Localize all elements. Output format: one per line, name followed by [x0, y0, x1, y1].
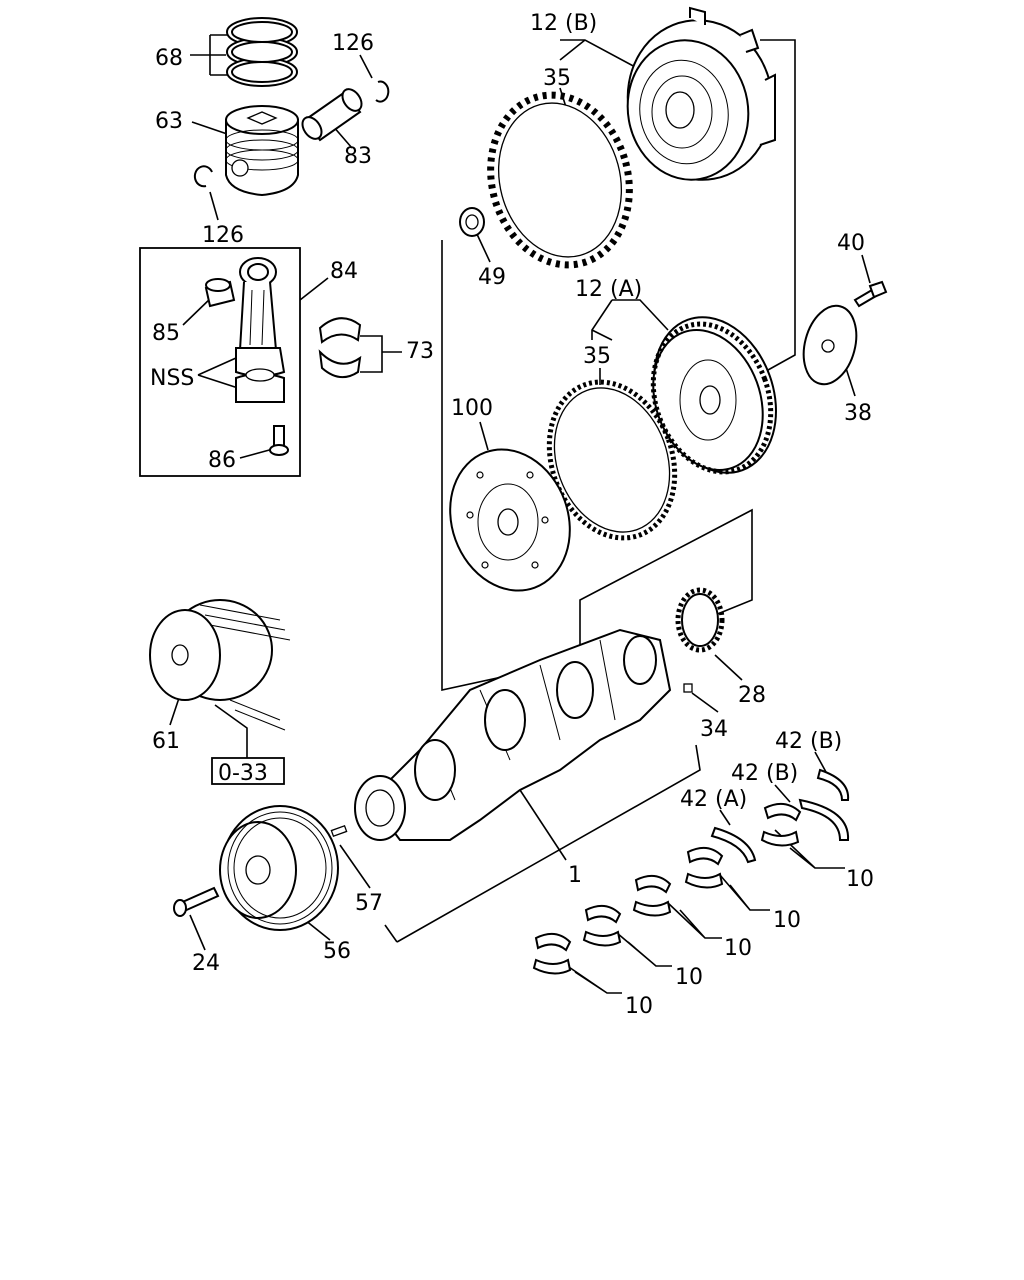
callout-38: 38 [844, 401, 872, 426]
pilot-bearing-part [459, 207, 485, 237]
piston-pin-part [301, 88, 363, 142]
callout-40: 40 [837, 231, 865, 256]
callout-86: 86 [208, 448, 236, 473]
callout-10-d: 10 [675, 965, 703, 990]
flywheel-b-part [626, 6, 776, 181]
bolt-86-part [269, 425, 289, 456]
callout-24: 24 [192, 951, 220, 976]
callout-34: 34 [700, 717, 728, 742]
callout-84: 84 [330, 259, 358, 284]
callout-57: 57 [355, 891, 383, 916]
bolt-24-part [173, 886, 220, 917]
reference-box [211, 757, 285, 785]
piston-rings-part [226, 17, 298, 87]
callout-63: 63 [155, 109, 183, 134]
callout-10-c: 10 [724, 936, 752, 961]
connecting-rod-box [139, 247, 301, 477]
callout-10-a: 10 [846, 867, 874, 892]
callout-61: 61 [152, 729, 180, 754]
callout-10-b: 10 [773, 908, 801, 933]
callout-labels: 68 126 63 83 126 84 85 73 NSS 86 12 (B) … [150, 11, 874, 1019]
callout-28: 28 [738, 683, 766, 708]
rod-bearing-part [318, 317, 362, 379]
ring-gear-top-part [487, 91, 633, 269]
callout-42b-top: 42 (B) [775, 729, 842, 754]
bolt-40-part [853, 280, 888, 308]
plate-part [802, 304, 858, 386]
crank-pulley-part [219, 805, 339, 931]
callout-68: 68 [155, 46, 183, 71]
flywheel-a-part [650, 316, 777, 475]
callout-nss: NSS [150, 366, 194, 391]
snap-ring-part [375, 80, 390, 103]
callout-35-lower: 35 [583, 344, 611, 369]
callout-12a: 12 (A) [575, 277, 642, 302]
callout-1: 1 [568, 863, 582, 888]
callout-42b-mid: 42 (B) [731, 761, 798, 786]
bushing-part [204, 278, 236, 308]
callout-83: 83 [344, 144, 372, 169]
main-bearings-part [532, 802, 802, 975]
callout-35-top: 35 [543, 66, 571, 91]
callout-126-top: 126 [332, 31, 374, 56]
callout-126-lower: 126 [202, 223, 244, 248]
callout-100: 100 [451, 396, 493, 421]
callout-56: 56 [323, 939, 351, 964]
connecting-rod-part [235, 257, 286, 403]
callout-10-e: 10 [625, 994, 653, 1019]
callout-49: 49 [478, 265, 506, 290]
snap-ring-lower-part [193, 165, 213, 188]
timing-gear-part [675, 587, 725, 653]
callout-73: 73 [406, 339, 434, 364]
ring-gear-lower-part [546, 379, 678, 541]
key-34-part [683, 683, 693, 693]
thrust-washers-part [710, 768, 850, 864]
pulley-61-part [149, 599, 291, 731]
pin-57-part [330, 824, 348, 838]
callout-85: 85 [152, 321, 180, 346]
flexplate-part [449, 448, 571, 592]
callout-12b: 12 (B) [530, 11, 597, 36]
callout-42a: 42 (A) [680, 787, 747, 812]
callout-0-33: 0-33 [218, 761, 268, 786]
crankshaft-part [354, 628, 672, 841]
piston-part [225, 105, 299, 197]
